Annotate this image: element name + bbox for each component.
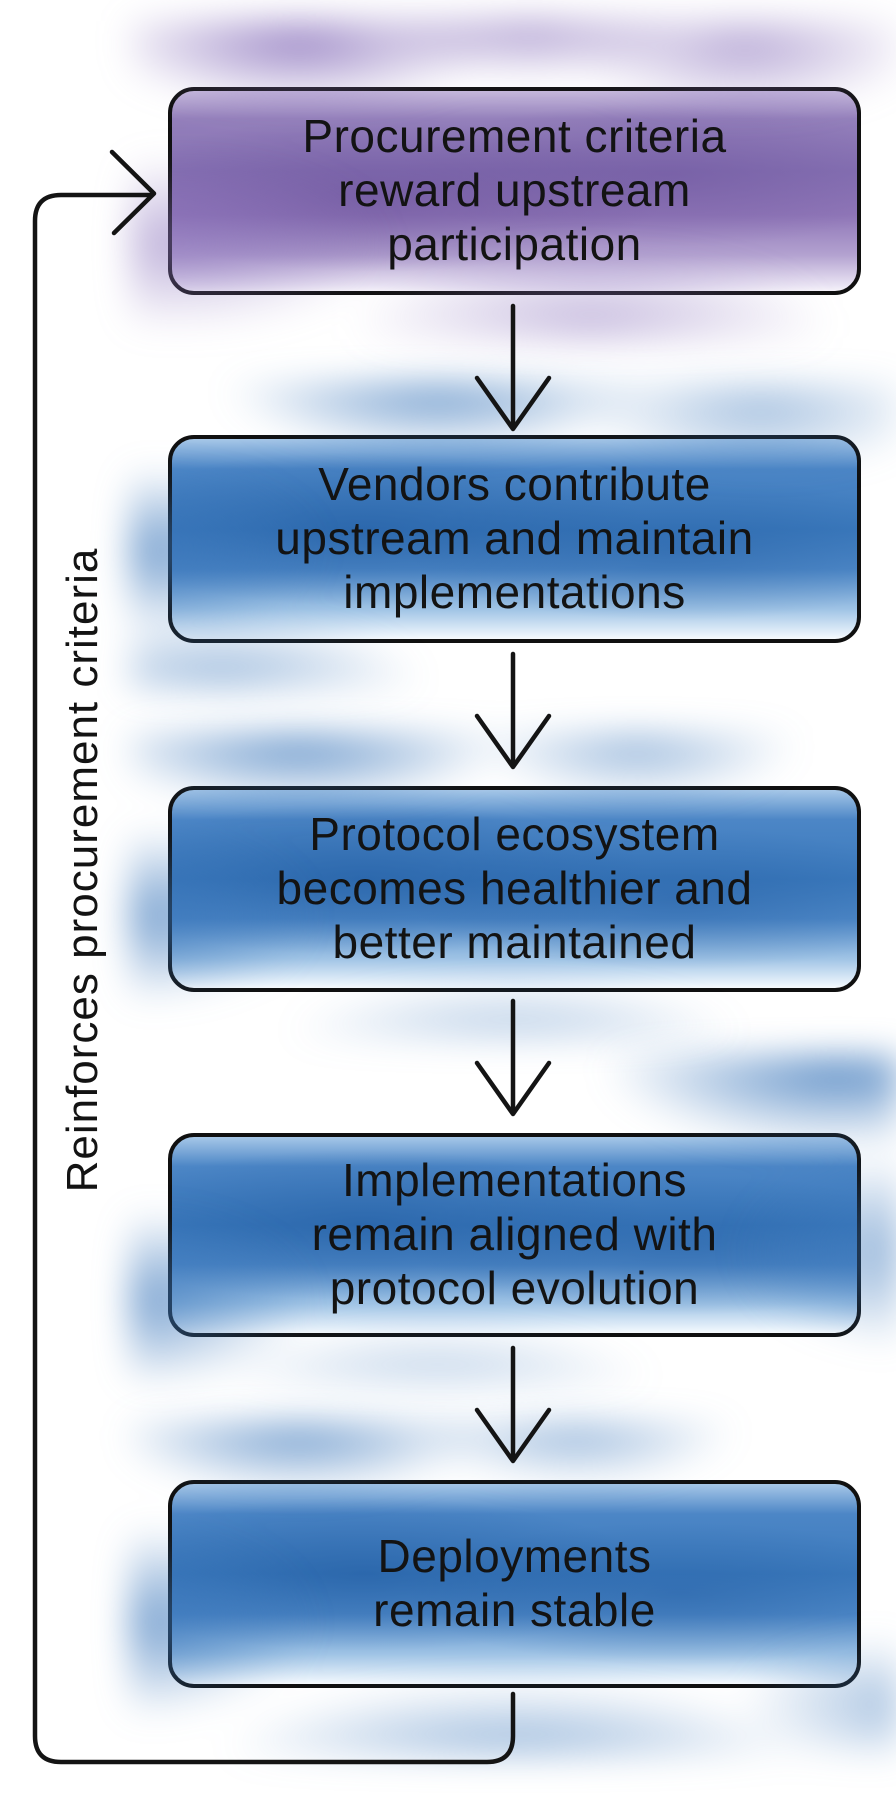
flow-node-ecosystem-healthier: Protocol ecosystem becomes healthier and… (168, 786, 861, 992)
feedback-arrowhead-icon (109, 149, 157, 236)
node-label: Implementations remain aligned with prot… (311, 1154, 718, 1314)
node-label: Procurement criteria reward upstream par… (302, 110, 727, 270)
flow-node-procurement-criteria: Procurement criteria reward upstream par… (168, 87, 861, 295)
node-label: Protocol ecosystem becomes healthier and… (276, 808, 753, 968)
flow-node-vendors-contribute: Vendors contribute upstream and maintain… (168, 435, 861, 643)
flow-arrow-1-head-icon (474, 375, 552, 432)
feedback-edge-label: Reinforces procurement criteria (58, 547, 107, 1193)
flow-arrow-2-head-icon (474, 713, 552, 770)
flow-node-implementations-aligned: Implementations remain aligned with prot… (168, 1133, 861, 1337)
flow-arrow-4-head-icon (474, 1407, 552, 1464)
node-label: Deployments remain stable (373, 1530, 656, 1636)
flow-node-deployments-stable: Deployments remain stable (168, 1480, 861, 1688)
node-label: Vendors contribute upstream and maintain… (275, 458, 754, 618)
flow-arrow-3-head-icon (474, 1060, 552, 1117)
